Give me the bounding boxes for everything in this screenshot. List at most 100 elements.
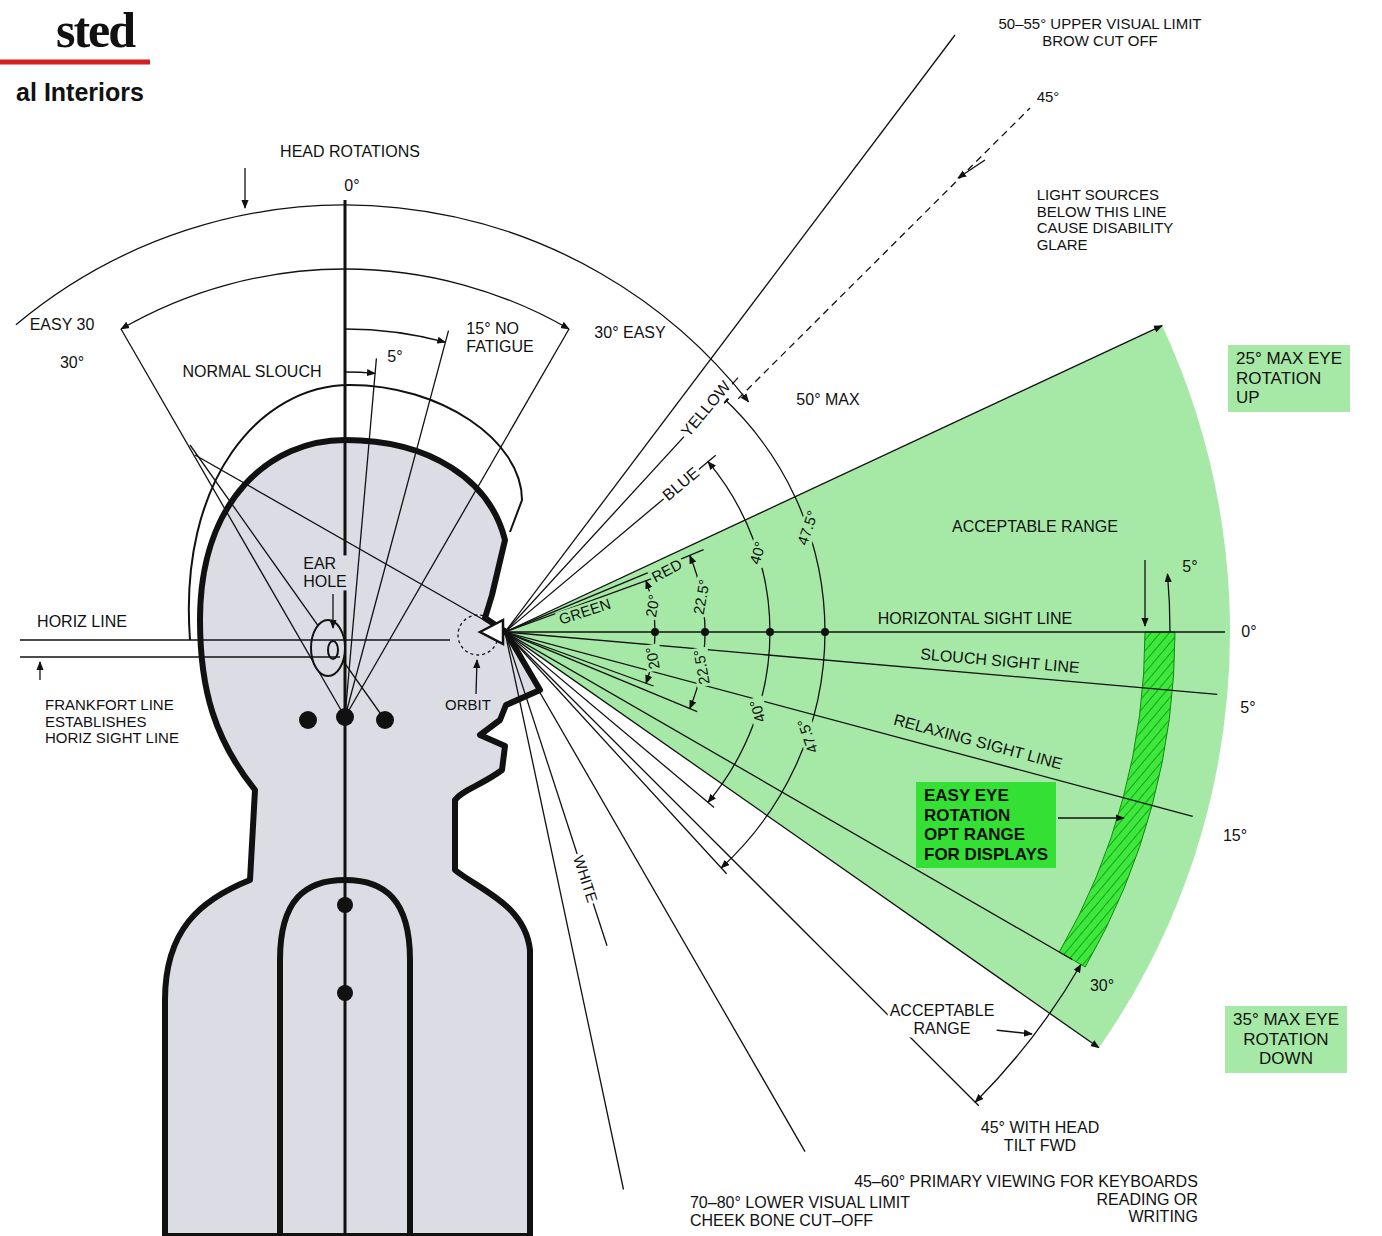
sight-line <box>505 632 1072 960</box>
joint-dot <box>336 708 354 726</box>
text-line: 70–80° LOWER VISUAL LIMIT <box>690 1194 910 1212</box>
text-line: ESTABLISHES <box>45 714 179 731</box>
acceptable-range-arc <box>1168 574 1171 632</box>
joint-dot <box>337 897 353 913</box>
text-line: FOR DISPLAYS <box>924 845 1048 865</box>
construction-line <box>195 455 505 632</box>
colour-limit-ray <box>505 632 697 712</box>
colour-limit-ray <box>505 632 654 686</box>
text-line: GLARE <box>1037 237 1174 254</box>
relaxing-sight-line <box>505 632 1193 816</box>
green-label-box: 25° MAX EYE ROTATION UP <box>1228 345 1350 412</box>
highlight-box: EASY EYE ROTATION OPT RANGE FOR DISPLAYS <box>916 782 1056 868</box>
visual-field-fan <box>505 326 1230 1048</box>
annotation-label: EAR HOLE <box>301 555 349 590</box>
annotation-label: EASY 30 <box>28 316 97 334</box>
annotation-label: 15° <box>1221 827 1249 845</box>
tick-dot <box>766 628 774 636</box>
annotation-label: 5° <box>385 348 404 366</box>
annotation-label: 15° NO FATIGUE <box>464 320 535 355</box>
annotation-label: HORIZONTAL SIGHT LINE <box>876 610 1074 628</box>
annotation-label: NORMAL SLOUCH <box>181 363 324 381</box>
horizontal-sight-line <box>505 631 1225 632</box>
text-line: EASY EYE <box>924 786 1048 806</box>
rotation-line <box>345 358 376 717</box>
joint-dot <box>376 711 394 729</box>
fan-edge <box>505 326 1162 632</box>
annotation-label: WHITE <box>569 852 601 907</box>
annotation-label: 30° <box>58 354 86 372</box>
annotation-label: FRANKFORT LINE ESTABLISHES HORIZ SIGHT L… <box>43 697 181 747</box>
rotation-line <box>121 329 345 717</box>
green-label-box: 35° MAX EYE ROTATION DOWN <box>1225 1006 1347 1073</box>
annotation-label: 30° EASY <box>592 324 667 342</box>
joint-dot <box>337 985 353 1001</box>
text-line: TILT FWD <box>981 1137 1099 1155</box>
logo-rule <box>0 60 150 65</box>
annotation-label: HORIZ LINE <box>35 613 129 631</box>
annotation-label: 0° <box>342 177 361 195</box>
text-line: UP <box>1236 388 1342 408</box>
keyboard-line <box>505 632 805 1152</box>
logo-text: al Interiors <box>14 79 146 107</box>
box-text: 35° MAX EYE ROTATION DOWN <box>1233 1010 1339 1069</box>
text-line: RANGE <box>890 1020 995 1038</box>
text-line: 45° WITH HEAD <box>981 1119 1099 1137</box>
text-line: BROW CUT OFF <box>998 32 1201 49</box>
text-line: OPT RANGE <box>924 825 1048 845</box>
white-line <box>505 632 607 946</box>
text-line: LIGHT SOURCES <box>1037 187 1174 204</box>
text-line: BELOW THIS LINE <box>1037 204 1174 221</box>
annotation-label: BLUE <box>658 463 704 506</box>
pointer-line <box>39 662 40 680</box>
text-line: ROTATION <box>924 806 1048 826</box>
annotation-label: 30° <box>1088 977 1116 995</box>
lower-limit-line <box>505 632 624 1190</box>
colour-limit-arc <box>708 462 770 803</box>
tick-dot <box>651 628 659 636</box>
text-line: 50–55° UPPER VISUAL LIMIT <box>998 16 1201 33</box>
fan-edge <box>505 632 1099 1048</box>
annotation-label: ORBIT <box>443 697 493 714</box>
eye <box>480 620 503 644</box>
rotation-line <box>345 329 569 717</box>
box-text: EASY EYE ROTATION OPT RANGE FOR DISPLAYS <box>924 786 1048 864</box>
box-text: 25° MAX EYE ROTATION UP <box>1236 349 1342 408</box>
text-line: ROTATION <box>1236 369 1342 389</box>
slouch-arc <box>345 372 375 373</box>
pointer-line <box>244 168 245 208</box>
range-pointer <box>1144 560 1145 626</box>
annotation-label: HEAD ROTATIONS <box>278 143 422 161</box>
tick-dot <box>821 628 829 636</box>
pointer-line <box>476 660 477 694</box>
colour-limit-ray <box>505 632 714 808</box>
construction-line <box>190 445 385 720</box>
joint-dot <box>299 711 317 729</box>
no-fatigue-arc <box>345 329 445 342</box>
ear-hole <box>328 641 338 659</box>
body-silhouette <box>165 440 540 1236</box>
upper-limit-line <box>505 35 955 632</box>
text-line: FATIGUE <box>466 338 533 356</box>
text-line: ACCEPTABLE <box>890 1002 995 1020</box>
text-line: CHEEK BONE CUT–OFF <box>690 1212 910 1230</box>
ear <box>311 620 345 676</box>
colour-limit-ray <box>505 632 727 874</box>
pointer-line <box>332 594 333 628</box>
frankfort-line <box>20 656 340 657</box>
text-line: 35° MAX EYE <box>1233 1010 1339 1030</box>
logo-text: sted <box>54 3 136 58</box>
text-line: HORIZ SIGHT LINE <box>45 730 179 747</box>
glare-line <box>738 108 1030 399</box>
colour-limit-ray <box>505 455 716 632</box>
annotation-label: YELLOW <box>677 376 736 441</box>
head-rotation-arc <box>16 205 749 402</box>
annotation-label: 50–55° UPPER VISUAL LIMIT BROW CUT OFF <box>996 16 1203 49</box>
annotation-label: 5° <box>1238 699 1257 717</box>
text-line: 25° MAX EYE <box>1236 349 1342 369</box>
annotation-label: 50° MAX <box>794 391 861 409</box>
annotation-label: LIGHT SOURCES BELOW THIS LINE CAUSE DISA… <box>1035 187 1176 253</box>
colour-limit-arc <box>721 396 825 868</box>
slouch-sight-line <box>505 632 1217 694</box>
annotation-label: ACCEPTABLE RANGE <box>888 1002 997 1037</box>
